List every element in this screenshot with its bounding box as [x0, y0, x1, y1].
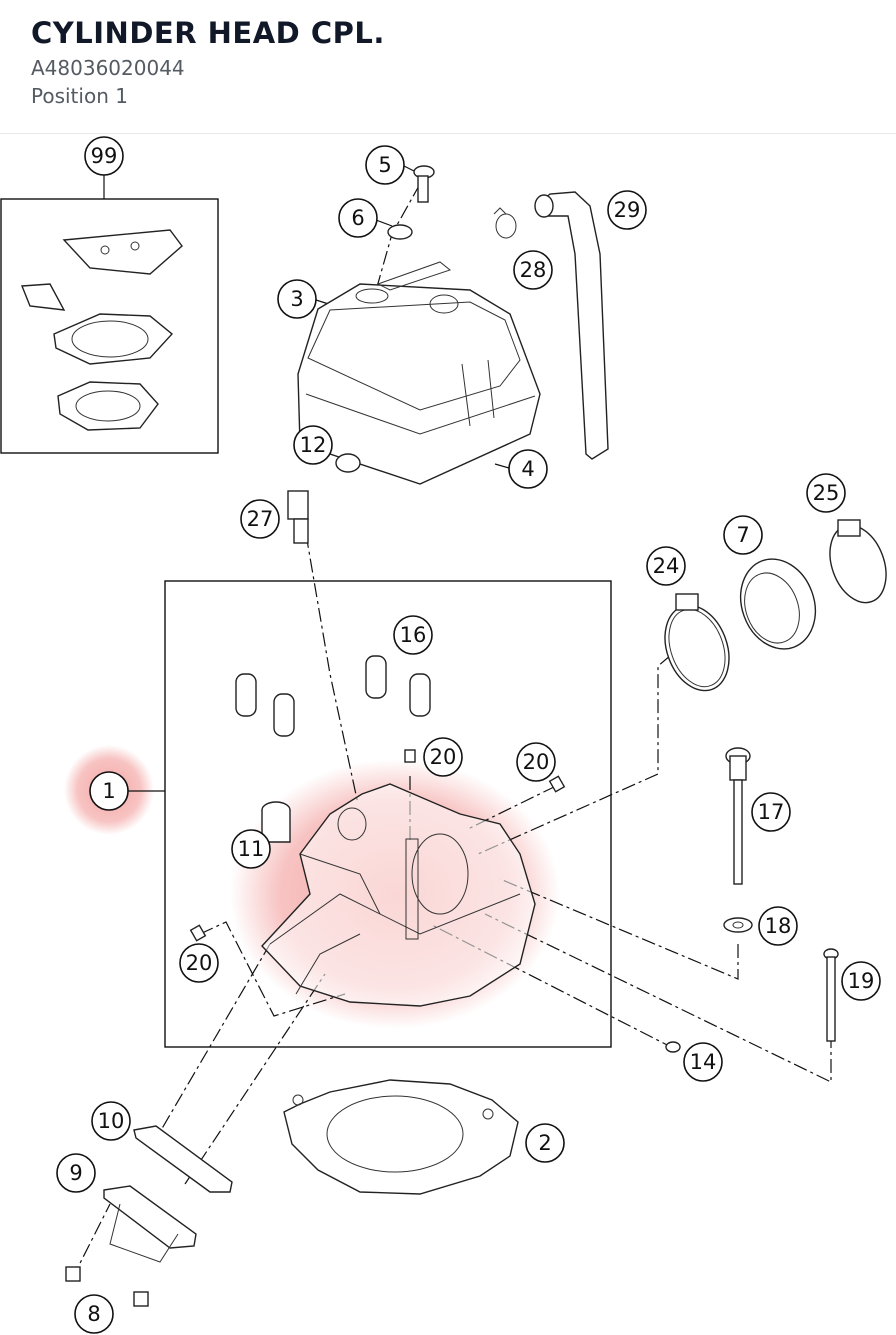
part-number: A48036020044	[31, 56, 185, 80]
callout-24[interactable]: 24	[646, 546, 686, 586]
callout-29-label: 29	[614, 198, 641, 222]
cylinder-head-frame	[164, 580, 612, 1048]
assembly-line-8	[71, 1203, 111, 1280]
callout-99-label: 99	[91, 144, 118, 168]
long-bolt	[823, 948, 839, 1042]
camshaft-bushing	[261, 801, 291, 843]
callout-9[interactable]: 9	[56, 1153, 96, 1193]
callout-25[interactable]: 25	[806, 473, 846, 513]
assembly-line-18	[499, 878, 739, 980]
callout-17[interactable]: 17	[751, 792, 791, 832]
assembly-line-10	[149, 943, 271, 1150]
callout-16-label: 16	[400, 623, 427, 647]
callout-24-label: 24	[653, 554, 680, 578]
callout-8-label: 8	[87, 1302, 100, 1326]
flange-bolt-2	[133, 1291, 149, 1307]
grommet	[335, 453, 361, 473]
callout-27-label: 27	[247, 507, 274, 531]
screw-20c	[189, 924, 207, 942]
cylinder-head	[261, 783, 536, 1007]
intake-clamps	[664, 519, 887, 692]
cover-bolt	[387, 165, 435, 240]
screw-20b	[548, 775, 566, 793]
callout-25-label: 25	[813, 481, 840, 505]
intake-flange	[65, 1125, 233, 1307]
callout-20-c-label: 20	[186, 951, 213, 975]
callout-28-label: 28	[520, 258, 547, 282]
page-header: CYLINDER HEAD CPL. A48036020044 Position…	[0, 0, 896, 134]
leader-4	[494, 463, 510, 469]
callout-28[interactable]: 28	[513, 250, 553, 290]
gasket-set	[20, 229, 183, 431]
assembly-line-20c	[199, 921, 346, 1017]
callout-12[interactable]: 12	[293, 425, 333, 465]
head-gasket	[283, 1079, 519, 1195]
bolt-14	[665, 1041, 681, 1053]
callout-10[interactable]: 10	[91, 1101, 131, 1141]
callout-9-label: 9	[69, 1161, 82, 1185]
callout-11-label: 11	[238, 837, 265, 861]
callout-4[interactable]: 4	[508, 449, 548, 489]
callout-18[interactable]: 18	[758, 906, 798, 946]
callout-27[interactable]: 27	[240, 499, 280, 539]
position-label: Position 1	[31, 84, 128, 108]
callout-14[interactable]: 14	[683, 1042, 723, 1082]
callout-29[interactable]: 29	[607, 190, 647, 230]
parts	[20, 165, 887, 1307]
valve-guides	[235, 655, 431, 737]
callout-10-label: 10	[98, 1109, 125, 1133]
callout-12-label: 12	[300, 433, 327, 457]
callout-11[interactable]: 11	[231, 829, 271, 869]
flange-bolt-1	[65, 1266, 81, 1282]
exploded-parts-diagram: 99 5 6 29 28 3 12 4 27 25 7 24 16 1 20 2…	[0, 136, 887, 1334]
callout-19[interactable]: 19	[841, 961, 881, 1001]
callout-20-b[interactable]: 20	[516, 742, 556, 782]
callout-99[interactable]: 99	[84, 136, 124, 176]
callout-5[interactable]: 5	[365, 145, 405, 185]
callout-5-label: 5	[378, 153, 391, 177]
callout-18-label: 18	[765, 914, 792, 938]
callout-8[interactable]: 8	[74, 1294, 114, 1334]
assembly-line-27	[305, 533, 359, 805]
stud	[723, 747, 753, 933]
callout-19-label: 19	[848, 969, 875, 993]
callout-1[interactable]: 1	[89, 771, 129, 811]
callout-20-a-label: 20	[430, 745, 457, 769]
callout-14-label: 14	[690, 1050, 717, 1074]
gasket-set-frame	[0, 198, 219, 454]
callout-6[interactable]: 6	[338, 198, 378, 238]
callout-3[interactable]: 3	[277, 279, 317, 319]
callout-1-label: 1	[102, 779, 115, 803]
callout-16[interactable]: 16	[393, 615, 433, 655]
temperature-sensor	[287, 490, 309, 544]
screw-20a	[404, 749, 416, 763]
callout-20-a[interactable]: 20	[423, 737, 463, 777]
callout-7[interactable]: 7	[723, 515, 763, 555]
valve-cover	[297, 261, 541, 485]
breather-hose	[493, 191, 609, 460]
callout-2[interactable]: 2	[525, 1123, 565, 1163]
callout-20-b-label: 20	[523, 750, 550, 774]
callout-20-c[interactable]: 20	[179, 943, 219, 983]
assembly-line-9	[184, 973, 326, 1185]
callout-6-label: 6	[351, 206, 364, 230]
callout-17-label: 17	[758, 800, 785, 824]
callout-3-label: 3	[290, 287, 303, 311]
callout-2-label: 2	[538, 1131, 551, 1155]
page-title: CYLINDER HEAD CPL.	[31, 16, 385, 50]
callout-4-label: 4	[521, 457, 534, 481]
assembly-line-19	[484, 913, 832, 1083]
leader-6	[375, 219, 393, 227]
callout-7-label: 7	[736, 523, 749, 547]
